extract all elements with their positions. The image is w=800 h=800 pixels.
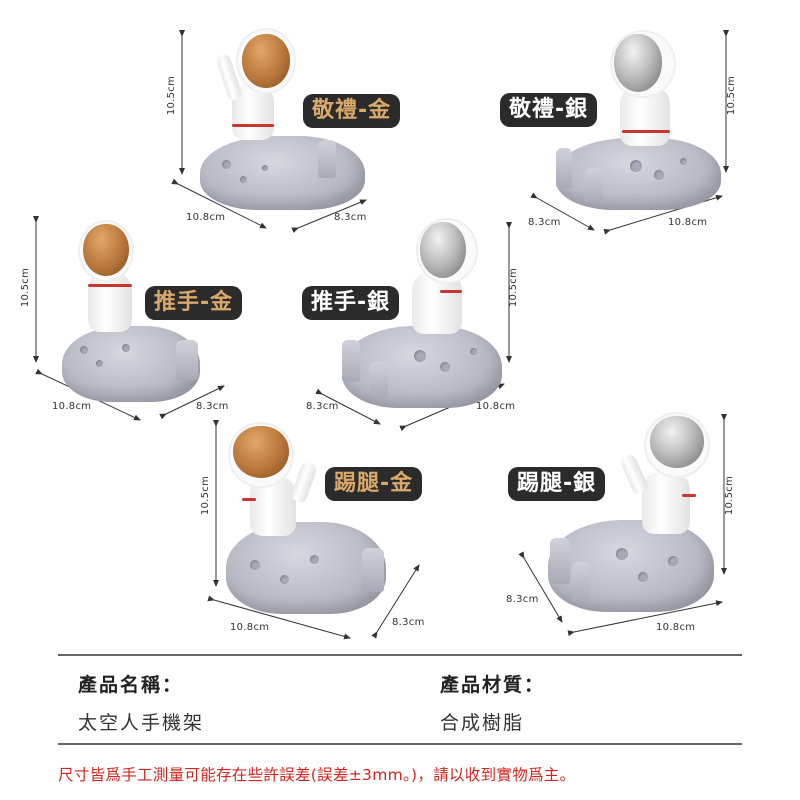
product-material-value: 合成樹脂 bbox=[440, 712, 525, 734]
height-dimension: 10.5cm bbox=[724, 475, 736, 516]
height-dimension: 10.5cm bbox=[508, 267, 520, 308]
crater bbox=[96, 360, 103, 367]
crater bbox=[310, 555, 319, 564]
moon-base bbox=[200, 136, 365, 210]
silver-visor bbox=[420, 222, 466, 278]
height-dimension: 10.5cm bbox=[726, 75, 738, 116]
phone-slot-ridge bbox=[572, 562, 590, 602]
suit-stripe bbox=[682, 494, 696, 497]
variant-label: 敬禮-銀 bbox=[500, 93, 598, 127]
height-dimension: 10.5cm bbox=[200, 475, 212, 516]
phone-slot-ridge bbox=[342, 340, 360, 382]
height-dimension: 10.5cm bbox=[166, 75, 178, 116]
suit-stripe bbox=[88, 284, 132, 287]
variant-label: 敬禮-金 bbox=[303, 94, 401, 128]
astronaut-body bbox=[412, 272, 462, 334]
crater bbox=[638, 572, 648, 582]
crater bbox=[616, 548, 628, 560]
crater bbox=[440, 362, 450, 372]
depth-dimension: 8.3cm bbox=[196, 401, 229, 412]
width-dimension: 10.8cm bbox=[230, 622, 270, 633]
divider-bottom bbox=[58, 743, 742, 745]
crater bbox=[680, 158, 687, 165]
silver-visor bbox=[614, 34, 662, 92]
crater bbox=[280, 575, 289, 584]
product-name-label: 產品名稱： bbox=[78, 674, 184, 696]
phone-slot-ridge bbox=[176, 340, 198, 380]
depth-dimension: 8.3cm bbox=[506, 594, 539, 605]
phone-slot-ridge bbox=[370, 362, 388, 398]
depth-dimension: 8.3cm bbox=[334, 212, 367, 223]
gold-visor bbox=[83, 224, 129, 276]
gold-visor bbox=[242, 34, 290, 88]
variant-label: 踢腿-銀 bbox=[508, 467, 606, 501]
width-dimension: 10.8cm bbox=[476, 401, 516, 412]
crater bbox=[668, 556, 678, 566]
gold-visor bbox=[233, 426, 289, 478]
astronaut-body bbox=[250, 476, 296, 536]
height-dimension: 10.5cm bbox=[20, 267, 32, 308]
phone-slot-ridge bbox=[362, 548, 384, 592]
crater bbox=[80, 346, 88, 354]
product-name-value: 太空人手機架 bbox=[78, 712, 205, 734]
width-dimension: 10.8cm bbox=[52, 401, 92, 412]
suit-stripe bbox=[622, 130, 670, 133]
crater bbox=[122, 344, 130, 352]
product-material-label: 產品材質： bbox=[440, 674, 546, 696]
crater bbox=[262, 165, 268, 171]
astronaut-leg bbox=[289, 460, 319, 504]
crater bbox=[222, 160, 231, 169]
astronaut-body bbox=[620, 86, 670, 146]
astronaut-body bbox=[642, 472, 690, 534]
variant-label: 推手-銀 bbox=[302, 286, 400, 320]
crater bbox=[470, 348, 477, 355]
width-dimension: 10.8cm bbox=[186, 212, 226, 223]
suit-stripe bbox=[232, 124, 274, 127]
astronaut-leg bbox=[618, 452, 650, 496]
width-dimension: 10.8cm bbox=[668, 217, 708, 228]
crater bbox=[240, 176, 247, 183]
suit-stripe bbox=[440, 290, 462, 293]
astronaut-body bbox=[88, 272, 132, 332]
crater bbox=[414, 350, 426, 362]
phone-slot-ridge bbox=[550, 538, 570, 584]
moon-base bbox=[342, 326, 502, 408]
phone-slot-ridge bbox=[318, 140, 336, 178]
depth-dimension: 8.3cm bbox=[528, 217, 561, 228]
measurement-disclaimer: 尺寸皆爲手工測量可能存在些許誤差(誤差±3mm。)，請以收到實物爲主。 bbox=[58, 766, 576, 784]
silver-visor bbox=[650, 416, 704, 468]
depth-dimension: 8.3cm bbox=[306, 401, 339, 412]
crater bbox=[630, 160, 642, 172]
variant-label: 踢腿-金 bbox=[325, 467, 423, 501]
crater bbox=[654, 170, 664, 180]
phone-slot-ridge bbox=[556, 148, 572, 188]
width-dimension: 10.8cm bbox=[656, 622, 696, 633]
moon-base bbox=[556, 138, 721, 210]
depth-dimension: 8.3cm bbox=[392, 617, 425, 628]
variant-label: 推手-金 bbox=[145, 286, 243, 320]
suit-stripe bbox=[242, 498, 256, 501]
crater bbox=[250, 560, 260, 570]
phone-slot-ridge bbox=[585, 168, 603, 202]
divider-top bbox=[58, 654, 742, 656]
